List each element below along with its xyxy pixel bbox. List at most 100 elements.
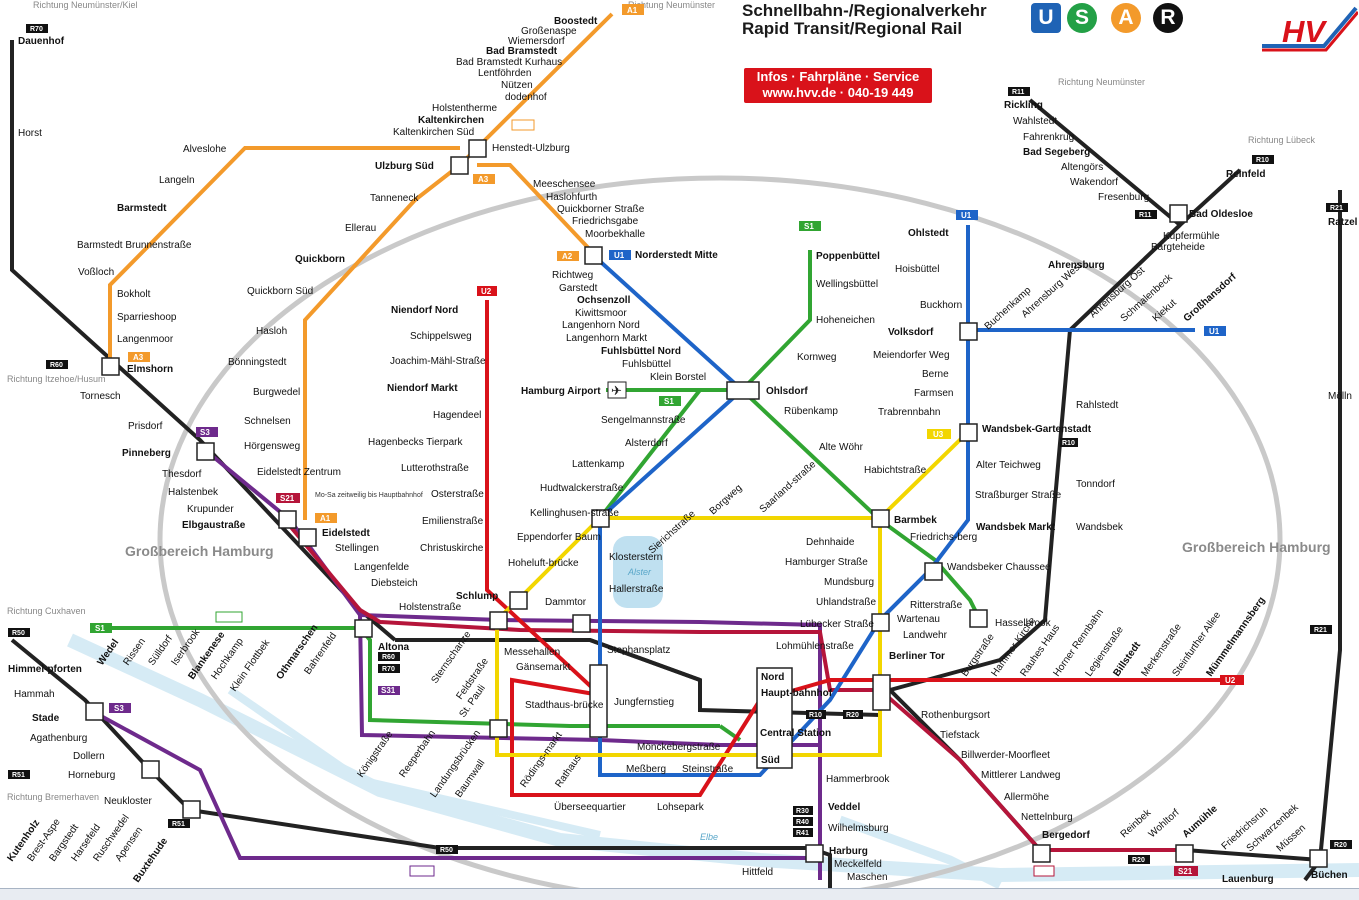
- station-wandsbek-gartenstadt[interactable]: Wandsbek-Gartenstadt: [982, 424, 1092, 435]
- station-maschen[interactable]: Maschen: [847, 872, 888, 883]
- station-haslohfurth[interactable]: Haslohfurth: [546, 192, 597, 203]
- station-steinstrasse[interactable]: Steinstraße: [682, 764, 734, 775]
- station-hoisbuettel[interactable]: Hoisbüttel: [895, 264, 939, 275]
- station-hamburg-airport[interactable]: Hamburg Airport: [521, 386, 601, 397]
- station-fuhlsbuettel-nord[interactable]: Fuhlsbüttel Nord: [601, 346, 681, 357]
- station-horneburg[interactable]: Horneburg: [68, 770, 115, 781]
- station-bad-segeberg[interactable]: Bad Segeberg: [1023, 147, 1090, 158]
- station-luebecker-strasse[interactable]: Lübecker Straße: [800, 619, 874, 630]
- station-fahrenkrug[interactable]: Fahrenkrug: [1023, 132, 1074, 143]
- station-ohlsdorf[interactable]: Ohlsdorf: [766, 386, 808, 397]
- station-hudtwalckerstrasse[interactable]: Hudtwalckerstraße: [540, 483, 624, 494]
- station-boenningstedt[interactable]: Bönningstedt: [228, 357, 287, 368]
- station-eppendorfer-baum[interactable]: Eppendorfer Baum: [517, 532, 601, 543]
- station-bad-bramstedt-kurhaus[interactable]: Bad Bramstedt Kurhaus: [456, 57, 562, 68]
- station-dodenhof[interactable]: dodenhof: [505, 92, 547, 103]
- station-mittlerer-landweg[interactable]: Mittlerer Landweg: [981, 770, 1060, 781]
- station-ueberseequartier[interactable]: Überseequartier: [554, 801, 626, 813]
- station-pinneberg[interactable]: Pinneberg: [122, 448, 171, 459]
- station-rathaus[interactable]: Rathaus: [553, 753, 583, 790]
- station-hauptbahnhof-nord[interactable]: Nord: [761, 672, 784, 683]
- station-fresenburg[interactable]: Fresenburg: [1098, 192, 1149, 203]
- station-hallerstrasse[interactable]: Hallerstraße: [609, 584, 664, 595]
- station-veddel[interactable]: Veddel: [828, 802, 860, 813]
- station-kiwittsmoor[interactable]: Kiwittsmoor: [575, 308, 627, 319]
- station-buckhorn[interactable]: Buckhorn: [920, 300, 962, 311]
- station-tornesch[interactable]: Tornesch: [80, 391, 121, 402]
- station-neukloster[interactable]: Neukloster: [104, 796, 152, 807]
- station-ulzburg-sued[interactable]: Ulzburg Süd: [375, 161, 434, 172]
- station-trabrennbahn[interactable]: Trabrennbahn: [878, 407, 940, 418]
- station-farmsen[interactable]: Farmsen: [914, 388, 953, 399]
- station-altengoers[interactable]: Altengörs: [1061, 162, 1103, 173]
- station-richtweg[interactable]: Richtweg: [552, 270, 593, 281]
- station-reinfeld[interactable]: Reinfeld: [1226, 169, 1265, 180]
- station-bergedorf[interactable]: Bergedorf: [1042, 830, 1090, 841]
- station-ellerau[interactable]: Ellerau: [345, 223, 376, 234]
- service-info-box[interactable]: Infos · Fahrpläne · Service www.hvv.de ·…: [744, 68, 932, 103]
- station-christuskirche[interactable]: Christuskirche: [420, 543, 484, 554]
- station-alte-woehr[interactable]: Alte Wöhr: [819, 442, 864, 453]
- station-osterstrasse[interactable]: Osterstraße: [431, 489, 484, 500]
- station-rothenburgsort[interactable]: Rothenburgsort: [921, 710, 990, 721]
- station-wandsbek[interactable]: Wandsbek: [1076, 522, 1124, 533]
- station-messberg[interactable]: Meßberg: [626, 764, 666, 775]
- station-wandsbeker-chaussee[interactable]: Wandsbeker Chaussee: [947, 562, 1051, 573]
- station-norderstedt-mitte[interactable]: Norderstedt Mitte: [635, 250, 718, 261]
- station-alsterdorf[interactable]: Alsterdorf: [625, 438, 668, 449]
- station-hagenbecks-tierpark[interactable]: Hagenbecks Tierpark: [368, 437, 463, 448]
- station-hoheluftbruecke[interactable]: Hoheluft-brücke: [508, 558, 579, 569]
- station-habichtstrasse[interactable]: Habichtstraße: [864, 465, 927, 476]
- station-quickborner-strasse[interactable]: Quickborner Straße: [557, 204, 645, 215]
- station-moorbekhalle[interactable]: Moorbekhalle: [585, 229, 645, 240]
- station-agathenburg[interactable]: Agathenburg: [30, 733, 87, 744]
- station-bargteheide[interactable]: Bargteheide: [1151, 242, 1205, 253]
- station-friedrichsgabe[interactable]: Friedrichsgabe: [572, 216, 639, 227]
- station-diebsteich[interactable]: Diebsteich: [371, 578, 418, 589]
- station-wakendorf[interactable]: Wakendorf: [1070, 177, 1118, 188]
- station-sparrieshoop[interactable]: Sparrieshoop: [117, 312, 177, 323]
- station-burgwedel[interactable]: Burgwedel: [253, 387, 300, 398]
- station-nuetzen[interactable]: Nützen: [501, 80, 533, 91]
- station-lauenburg[interactable]: Lauenburg: [1222, 874, 1274, 885]
- station-schnelsen[interactable]: Schnelsen: [244, 416, 291, 427]
- station-vossloch[interactable]: Voßloch: [78, 267, 114, 278]
- station-schlump[interactable]: Schlump: [456, 591, 498, 602]
- station-eidelstedt-zentrum[interactable]: Eidelstedt Zentrum: [257, 467, 341, 478]
- station-moelln[interactable]: Mölln: [1328, 391, 1352, 402]
- station-ochsenzoll[interactable]: Ochsenzoll: [577, 295, 631, 306]
- station-ritterstrasse[interactable]: Ritterstraße: [910, 600, 963, 611]
- station-hoheneichen[interactable]: Hoheneichen: [816, 315, 875, 326]
- station-strassburger-strasse[interactable]: Straßburger Straße: [975, 490, 1062, 501]
- station-henstedt-ulzburg[interactable]: Henstedt-Ulzburg: [492, 143, 570, 154]
- station-stade[interactable]: Stade: [32, 713, 60, 724]
- station-wahlstedt[interactable]: Wahlstedt: [1013, 116, 1057, 127]
- station-dammtor[interactable]: Dammtor: [545, 597, 587, 608]
- station-elbgaustrasse[interactable]: Elbgaustraße: [182, 520, 246, 531]
- station-saarlandstrasse[interactable]: Saarland-straße: [758, 459, 819, 515]
- station-halstenbek[interactable]: Halstenbek: [168, 487, 219, 498]
- station-joachim-maehl[interactable]: Joachim-Mähl-Straße: [390, 356, 486, 367]
- station-moenckebergstrasse[interactable]: Mönckebergstraße: [637, 742, 721, 753]
- station-schippelsweg[interactable]: Schippelsweg: [410, 331, 472, 342]
- station-messehallen[interactable]: Messehallen: [504, 647, 560, 658]
- station-barmstedt[interactable]: Barmstedt: [117, 203, 167, 214]
- station-hauptbahnhof-sued[interactable]: Süd: [761, 755, 780, 766]
- station-berliner-tor[interactable]: Berliner Tor: [889, 651, 945, 662]
- station-billwerder[interactable]: Billwerder-Moorfleet: [961, 750, 1050, 761]
- station-sierichstrasse[interactable]: Sierichstraße: [647, 508, 698, 556]
- station-aumuehle[interactable]: Aumühle: [1181, 803, 1220, 840]
- station-wandsbek-markt[interactable]: Wandsbek Markt: [976, 522, 1056, 533]
- station-lohmuehlenstrasse[interactable]: Lohmühlenstraße: [776, 641, 854, 652]
- station-holstentherme[interactable]: Holstentherme: [432, 103, 497, 114]
- station-hamburger-strasse[interactable]: Hamburger Straße: [785, 557, 868, 568]
- station-volksdorf[interactable]: Volksdorf: [888, 327, 934, 338]
- station-quickborn-sued[interactable]: Quickborn Süd: [247, 286, 313, 297]
- station-lohsepark[interactable]: Lohsepark: [657, 802, 705, 813]
- station-hasselbrook[interactable]: Hasselbrook: [995, 618, 1052, 629]
- station-krupunder[interactable]: Krupunder: [187, 504, 234, 515]
- station-harburg[interactable]: Harburg: [829, 846, 868, 857]
- station-mundsburg[interactable]: Mundsburg: [824, 577, 874, 588]
- station-langenhorn-markt[interactable]: Langenhorn Markt: [566, 333, 647, 344]
- station-hagendeel[interactable]: Hagendeel: [433, 410, 481, 421]
